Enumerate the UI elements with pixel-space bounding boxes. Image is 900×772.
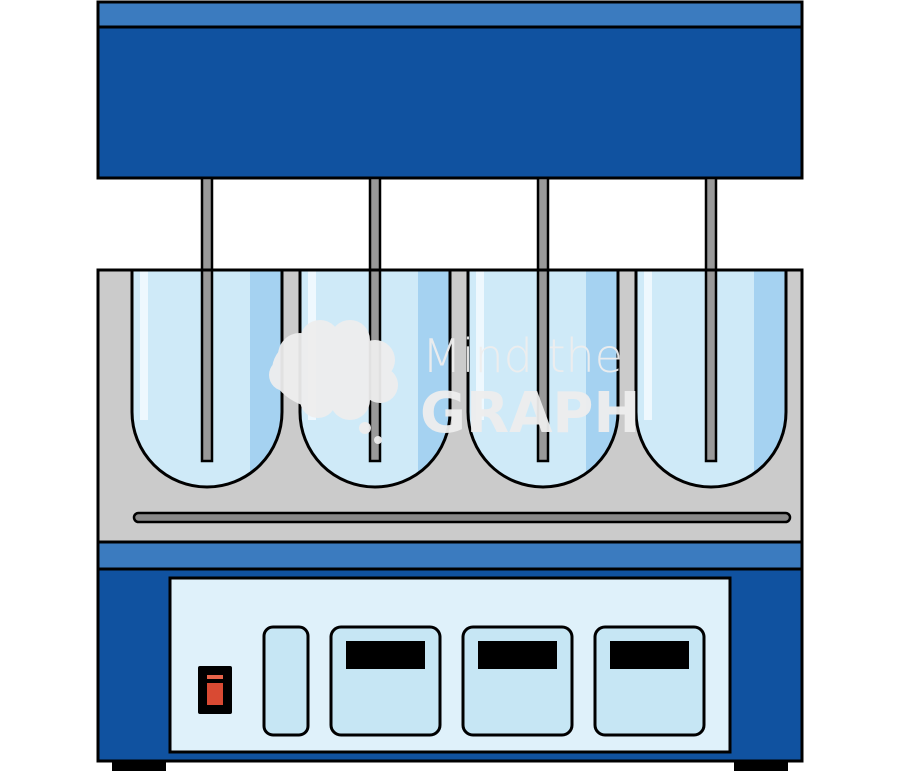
display-module-2 [461, 625, 574, 737]
watermark: Mind the GRAPH [269, 320, 640, 446]
bath-slot [132, 511, 792, 524]
stirrer-head [96, 0, 804, 180]
watermark-line1: Mind the [422, 329, 623, 383]
control-panel [168, 576, 732, 754]
switch-indicator [207, 675, 223, 679]
foot-right [734, 761, 788, 771]
switch-rocker [207, 683, 223, 705]
side-button[interactable] [262, 625, 310, 737]
display-module-3 [593, 625, 706, 737]
display-screen-2 [478, 641, 557, 669]
head-top-stripe [96, 0, 804, 29]
foot-left [112, 761, 166, 771]
brain-logo-icon [269, 320, 398, 444]
base-stripe [96, 540, 804, 571]
display-screen-1 [346, 641, 425, 669]
vessel-4 [634, 268, 788, 489]
display-screen-3 [610, 641, 689, 669]
display-module-1 [329, 625, 442, 737]
watermark-line2: GRAPH [420, 381, 640, 446]
power-switch[interactable] [198, 666, 232, 714]
vessel-1 [130, 268, 284, 489]
